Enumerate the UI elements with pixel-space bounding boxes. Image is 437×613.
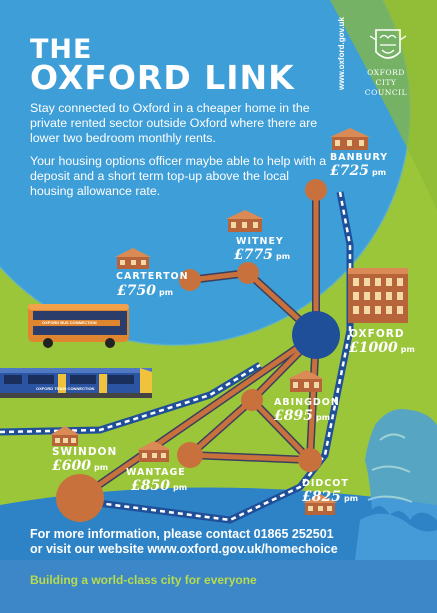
council-name-line-3: COUNCIL <box>364 88 408 97</box>
contact-info: For more information, please contact 018… <box>30 527 338 557</box>
station-name-witney: WITNEY <box>236 236 284 247</box>
bus-illustration: OXFORD BUS CONNECTION <box>28 304 129 348</box>
station-name-didcot: DIDCOT <box>302 478 349 489</box>
station-name-carterton: CARTERTON <box>116 271 189 282</box>
station-dot-carterton <box>179 269 201 291</box>
station-dot-banbury <box>305 179 327 201</box>
station-name-oxford: OXFORD <box>349 328 405 340</box>
intro-paragraph-2: Your housing options officer maybe able … <box>30 154 327 198</box>
contact-line-1: For more information, please contact 018… <box>30 527 334 541</box>
station-dot-swindon <box>56 474 104 522</box>
bus-label: OXFORD BUS CONNECTION <box>42 320 97 325</box>
station-name-abingdon: ABINGDON <box>274 397 340 408</box>
station-name-swindon: SWINDON <box>52 446 118 458</box>
station-dot-didcot <box>298 448 322 472</box>
title-line-2: OXFORD LINK <box>30 58 295 97</box>
council-name-line-2: CITY <box>375 78 397 87</box>
council-crest-logo <box>369 29 407 59</box>
intro-paragraph-1: Stay connected to Oxford in a cheaper ho… <box>30 101 318 145</box>
station-dot-oxford <box>292 311 340 359</box>
ox-crest-watermark <box>355 409 437 560</box>
contact-line-2: or visit our website www.oxford.gov.uk/h… <box>30 542 338 556</box>
title-line-1: THE <box>30 34 93 65</box>
council-website-vertical: www.oxford.gov.uk <box>337 17 346 90</box>
station-name-banbury: BANBURY <box>330 152 389 163</box>
background-blue-circle <box>0 0 410 345</box>
station-dot-wantage <box>177 442 203 468</box>
train-label: OXFORD TRAIN CONNECTION <box>36 386 95 391</box>
council-name-line-1: OXFORD <box>367 68 405 77</box>
train-illustration: OXFORD TRAIN CONNECTION <box>0 368 152 398</box>
house-icons <box>50 128 408 515</box>
station-dot-abingdon <box>241 389 263 411</box>
slogan: Building a world-class city for everyone <box>30 573 257 587</box>
station-name-wantage: WANTAGE <box>126 467 186 478</box>
station-dot-witney <box>237 262 259 284</box>
footer-band <box>0 560 437 613</box>
